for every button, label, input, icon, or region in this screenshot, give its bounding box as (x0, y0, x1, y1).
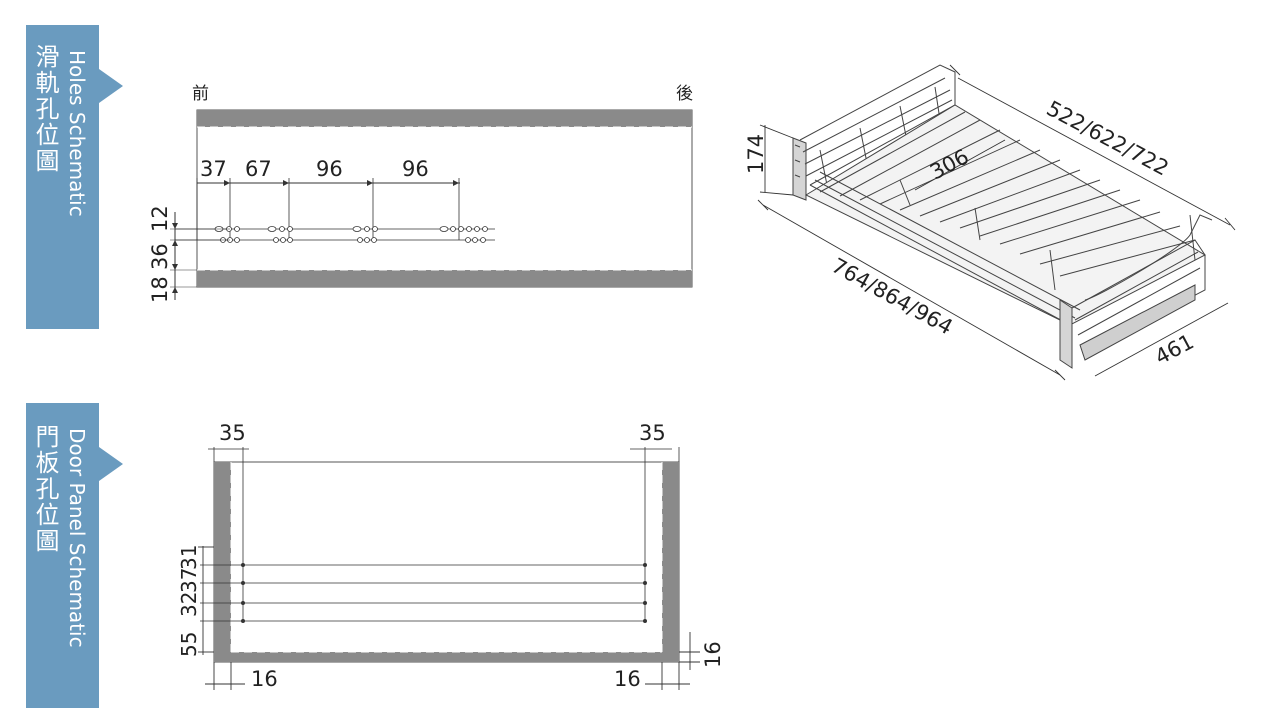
holes-schematic-tab-arrow (99, 69, 123, 103)
basket-dim-height: 174 (744, 134, 768, 174)
door-dim-32: 32 (177, 592, 201, 617)
basket-dim-lengths: 764/864/964 (828, 253, 957, 339)
rail-dim-18: 18 (148, 276, 172, 303)
holes-schematic-tab (26, 25, 99, 329)
door-panel-bottom-bar (214, 652, 679, 662)
rail-dim-36: 36 (148, 243, 172, 270)
door-dim-top-right: 35 (639, 421, 666, 445)
door-dim-bottom-left: 16 (251, 667, 278, 691)
basket-dim-widths: 522/622/722 (1043, 96, 1173, 180)
rail-dim-96b: 96 (402, 157, 429, 181)
door-panel-schematic-tab-arrow (99, 447, 123, 481)
basket-dimensions (757, 64, 1236, 381)
rail-back-label: 後 (676, 84, 693, 104)
door-dim-55: 55 (177, 632, 201, 657)
rail-dim-37: 37 (200, 157, 227, 181)
door-panel-left-bar (214, 462, 231, 662)
rail-top-bar (197, 110, 692, 127)
basket-isometric (792, 64, 1213, 369)
holes-schematic-title-en: Holes Schematic (65, 50, 89, 217)
door-panel-outline (213, 461, 680, 663)
rail-diagram: 前 後 37 67 96 96 (148, 84, 693, 303)
rail-front-label: 前 (192, 84, 209, 104)
rail-holes (214, 226, 488, 243)
rail-bottom-bar (197, 270, 692, 287)
door-dim-bottom-right: 16 (614, 667, 641, 691)
door-panel-schematic-title-zh: 門板孔位圖 (31, 424, 59, 554)
holes-schematic-title-zh: 滑軌孔位圖 (31, 44, 59, 174)
door-dim-top-left: 35 (219, 421, 246, 445)
door-panel-right-bar (662, 462, 679, 662)
door-panel-schematic-tab (26, 403, 99, 708)
door-dim-31: 31 (177, 545, 201, 570)
door-dim-37: 37 (177, 568, 201, 593)
rail-outline (196, 109, 693, 288)
basket-dim-depth: 461 (1151, 329, 1198, 369)
rail-dim-96a: 96 (316, 157, 343, 181)
rail-dim-67: 67 (245, 157, 272, 181)
rail-dim-12: 12 (148, 205, 172, 232)
door-dim-right-side: 16 (701, 641, 725, 668)
door-panel-schematic-title-en: Door Panel Schematic (65, 428, 89, 648)
door-panel-diagram: 35 35 31 37 32 55 16 16 16 (177, 421, 725, 691)
